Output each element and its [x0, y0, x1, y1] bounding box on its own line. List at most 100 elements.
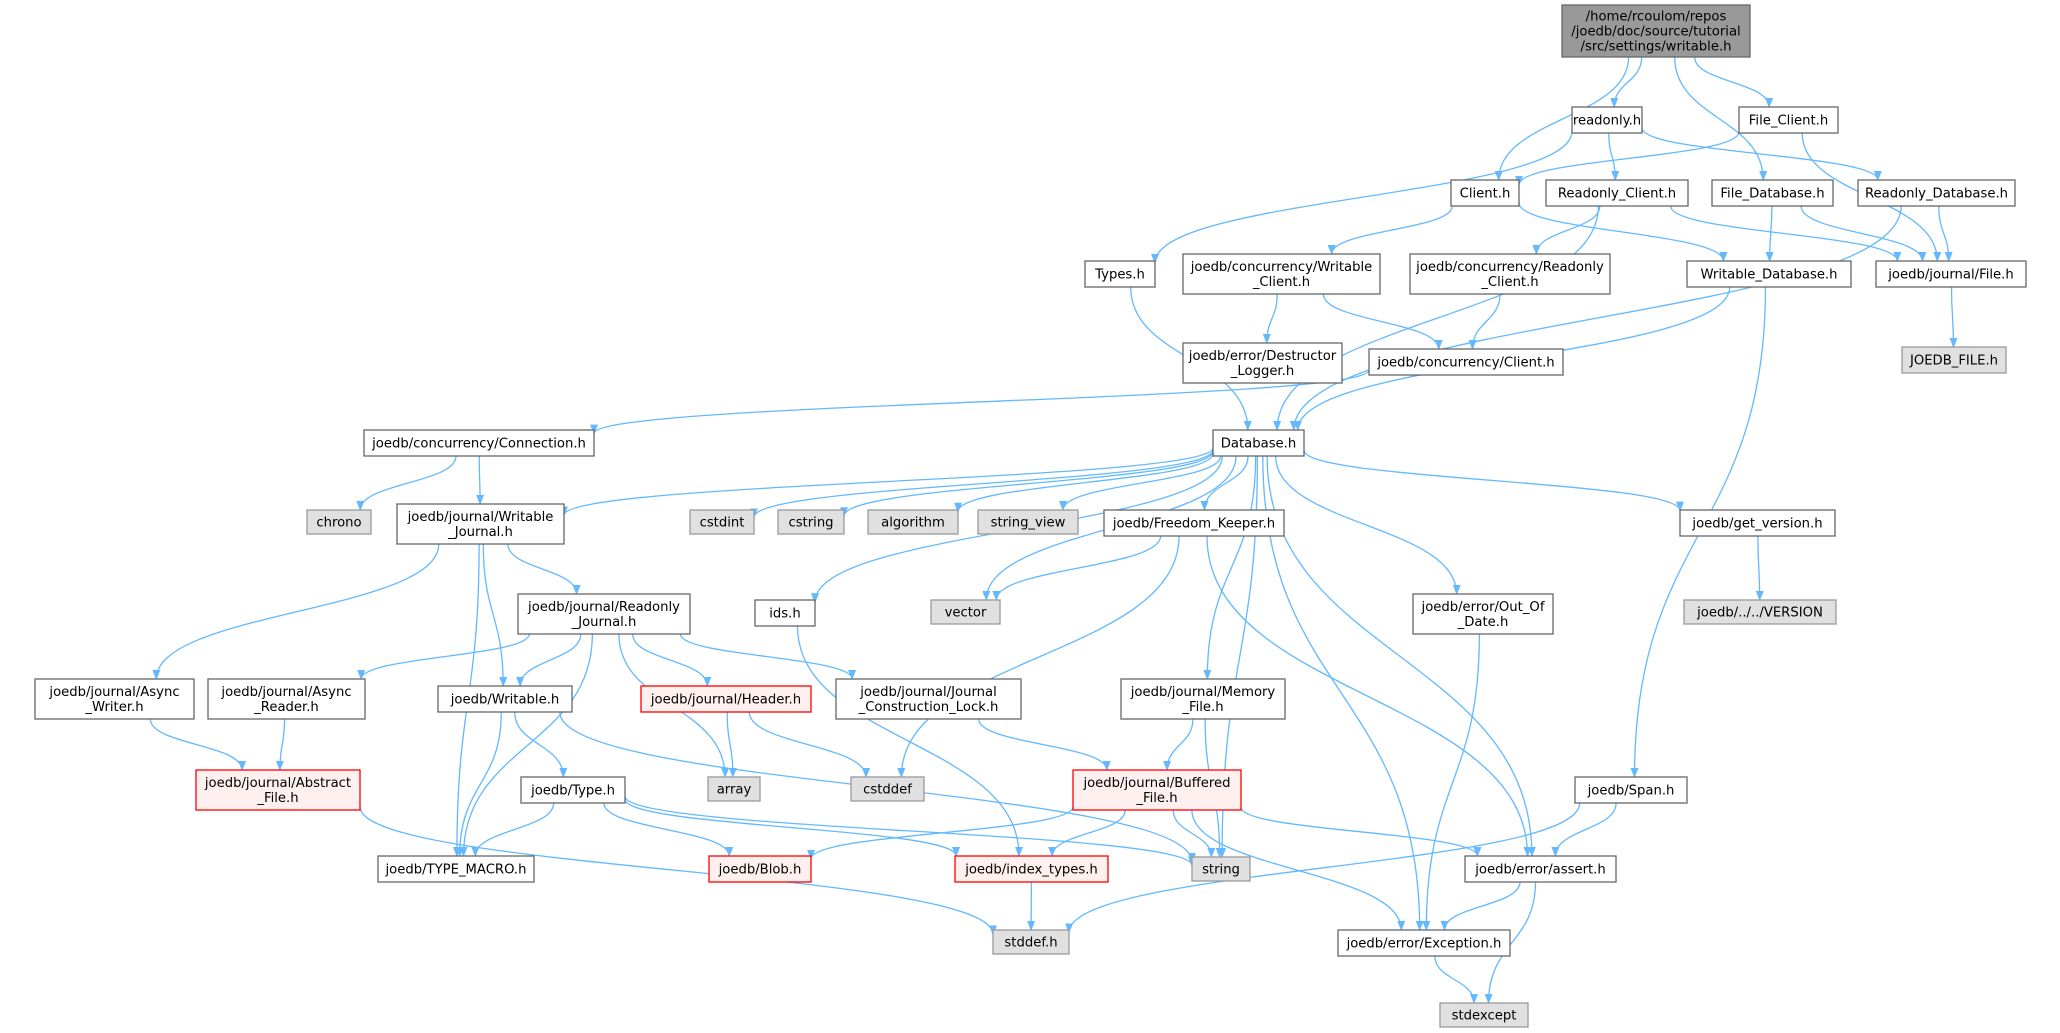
node-conc-client[interactable]: joedb/concurrency/Client.h	[1368, 348, 1564, 376]
node-memory-file[interactable]: joedb/journal/Memory_File.h	[1120, 678, 1286, 720]
edge	[1800, 205, 1927, 262]
node-buffered-file[interactable]: joedb/journal/Buffered_File.h	[1072, 769, 1242, 811]
node-label: joedb/Freedom_Keeper.h	[1112, 517, 1275, 532]
node-box	[1574, 776, 1688, 804]
node-string-view[interactable]: string_view	[977, 509, 1079, 535]
node-conc-writable-client[interactable]: joedb/concurrency/Writable_Client.h	[1182, 253, 1381, 295]
node-writable[interactable]: joedb/Writable.h	[437, 685, 573, 713]
node-label: _Logger.h	[1230, 364, 1294, 379]
node-joedb-file[interactable]: JOEDB_FILE.h	[1901, 346, 2007, 374]
node-blob[interactable]: joedb/Blob.h	[708, 855, 812, 883]
node-get-version[interactable]: joedb/get_version.h	[1679, 509, 1836, 537]
node-construction-lock[interactable]: joedb/journal/Journal_Construction_Lock.…	[835, 678, 1022, 720]
node-writable-database[interactable]: Writable_Database.h	[1686, 260, 1852, 288]
node-journal-readonly-journal[interactable]: joedb/journal/Readonly_Journal.h	[517, 593, 691, 635]
node-journal-writable-journal[interactable]: joedb/journal/Writable_Journal.h	[396, 503, 565, 545]
edge	[1494, 56, 1630, 181]
edge	[471, 802, 555, 857]
node-readonly-client[interactable]: Readonly_Client.h	[1545, 179, 1689, 207]
node-box	[1337, 929, 1511, 957]
node-cstddef[interactable]: cstddef	[850, 776, 925, 802]
node-header[interactable]: joedb/journal/Header.h	[640, 685, 812, 713]
node-span[interactable]: joedb/Span.h	[1574, 776, 1688, 804]
node-exception[interactable]: joedb/error/Exception.h	[1337, 929, 1511, 957]
edge	[1669, 205, 1902, 262]
edge	[1949, 286, 1958, 348]
node-label: joedb/journal/Abstract	[204, 776, 351, 791]
node-box	[1450, 179, 1520, 207]
node-type-macro[interactable]: joedb/TYPE_MACRO.h	[377, 855, 535, 883]
edge-type-to-type-macro	[471, 802, 555, 857]
edge-header-to-cstddef	[748, 711, 870, 778]
node-box	[363, 429, 595, 457]
node-file-database[interactable]: File_Database.h	[1711, 179, 1834, 207]
node-box	[1857, 179, 2016, 207]
edge	[1200, 455, 1249, 511]
node-label: cstddef	[863, 783, 912, 798]
node-freedom-keeper[interactable]: joedb/Freedom_Keeper.h	[1103, 509, 1285, 537]
node-array[interactable]: array	[707, 776, 761, 802]
node-label: joedb/error/assert.h	[1474, 863, 1605, 878]
edge	[1172, 809, 1216, 858]
node-root[interactable]: /home/rcoulom/repos/joedb/doc/source/tut…	[1561, 4, 1751, 58]
node-label: joedb/error/Exception.h	[1346, 937, 1502, 952]
edge-journal-readonly-journal-to-construction-lock	[679, 633, 857, 680]
node-conc-readonly-client[interactable]: joedb/concurrency/Readonly_Client.h	[1409, 253, 1611, 295]
node-index-types[interactable]: joedb/index_types.h	[954, 855, 1109, 883]
node-ids[interactable]: ids.h	[754, 599, 816, 627]
node-version[interactable]: joedb/../../VERSION	[1683, 599, 1837, 625]
edge	[1262, 293, 1278, 344]
node-assert[interactable]: joedb/error/assert.h	[1464, 855, 1617, 883]
node-vector[interactable]: vector	[930, 599, 1001, 625]
node-database[interactable]: Database.h	[1212, 429, 1305, 457]
node-abstract-file[interactable]: joedb/journal/Abstract_File.h	[195, 769, 361, 811]
node-label: joedb/Writable.h	[450, 693, 560, 708]
node-type[interactable]: joedb/Type.h	[520, 776, 626, 804]
edge	[992, 535, 1162, 601]
edge-assert-to-stdexcept	[1484, 881, 1537, 1004]
node-out-of-date[interactable]: joedb/error/Out_Of_Date.h	[1412, 593, 1554, 635]
edge-database-to-assert	[1266, 455, 1536, 857]
edge	[1641, 127, 1882, 181]
node-types[interactable]: Types.h	[1084, 260, 1156, 288]
edge	[1289, 205, 1902, 431]
node-box	[1191, 856, 1251, 882]
node-client[interactable]: Client.h	[1450, 179, 1520, 207]
node-box	[708, 855, 812, 883]
node-async-writer[interactable]: joedb/journal/Async_Writer.h	[34, 678, 195, 720]
edge	[152, 543, 440, 680]
node-chrono[interactable]: chrono	[306, 509, 372, 535]
node-readonly-database[interactable]: Readonly_Database.h	[1857, 179, 2016, 207]
node-readonly[interactable]: readonly.h	[1571, 106, 1643, 134]
node-box	[1875, 260, 2027, 288]
node-destructor-logger[interactable]: joedb/error/Destructor_Logger.h	[1182, 342, 1343, 384]
node-string[interactable]: string	[1191, 856, 1251, 882]
edge-conc-connection-to-chrono	[356, 455, 457, 511]
node-label: _Client.h	[1252, 275, 1310, 290]
node-cstdint[interactable]: cstdint	[689, 509, 755, 535]
edge	[1515, 131, 1740, 186]
node-label: cstring	[788, 516, 833, 531]
node-algorithm[interactable]: algorithm	[867, 509, 959, 535]
node-label: joedb/journal/Writable	[407, 510, 554, 525]
node-box	[640, 685, 812, 713]
node-box	[977, 509, 1079, 535]
node-journal-file[interactable]: joedb/journal/File.h	[1875, 260, 2027, 288]
node-async-reader[interactable]: joedb/journal/Async_Reader.h	[207, 678, 366, 720]
node-conc-connection[interactable]: joedb/concurrency/Connection.h	[363, 429, 595, 457]
node-box	[1409, 253, 1611, 295]
node-label: joedb/journal/Memory	[1130, 685, 1276, 700]
node-label: readonly.h	[1573, 114, 1641, 129]
edge-database-to-out-of-date	[1274, 455, 1461, 595]
node-stdexcept[interactable]: stdexcept	[1439, 1002, 1529, 1028]
node-cstring[interactable]: cstring	[777, 509, 845, 535]
edge-client-to-conc-writable-client	[1327, 205, 1453, 255]
node-stddef[interactable]: stddef.h	[992, 929, 1070, 955]
node-label: Writable_Database.h	[1700, 268, 1837, 283]
edge-journal-file-to-joedb-file	[1949, 286, 1958, 348]
node-file-client[interactable]: File_Client.h	[1738, 106, 1839, 134]
edge-conc-connection-to-journal-writable-journal	[476, 455, 485, 505]
edge-readonly-client-to-conc-readonly-client	[1532, 205, 1601, 255]
edge	[1327, 205, 1453, 255]
